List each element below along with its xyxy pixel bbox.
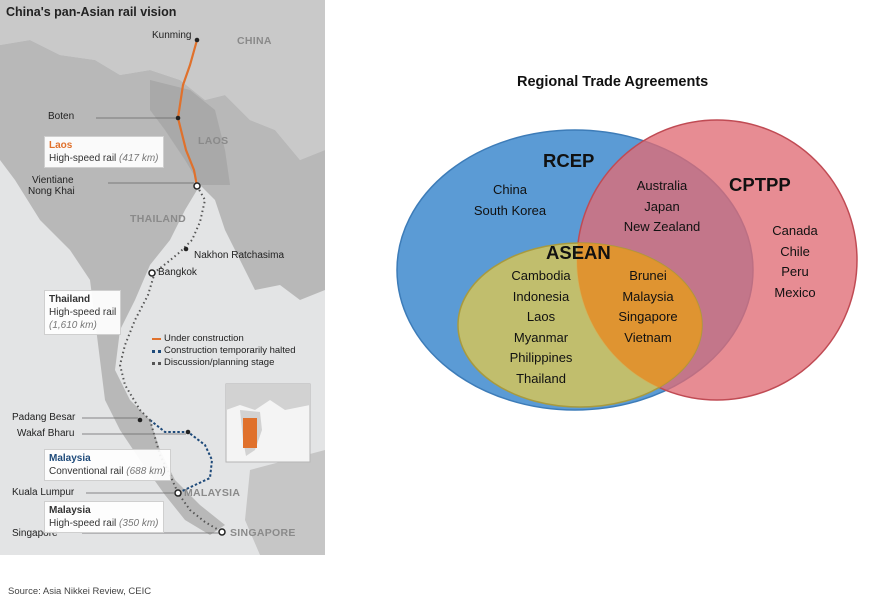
label-kuala: Kuala Lumpur	[12, 487, 75, 498]
bangkok-point	[148, 269, 156, 277]
laos-box-name: Laos	[49, 140, 73, 151]
inset-highlight	[243, 418, 257, 448]
label-nong-khai: Nong Khai	[28, 186, 75, 197]
asean-members: Cambodia Indonesia Laos Myanmar Philippi…	[486, 266, 596, 389]
laos-box-desc: High-speed rail	[49, 153, 117, 164]
legend-row-under-construction: Under construction	[152, 333, 295, 345]
vientiane-point	[193, 182, 201, 190]
nakhon-point	[183, 246, 189, 252]
rcep-cptpp-member: Australia	[636, 178, 688, 193]
rail-map: China's pan-Asian rail vision Kunming Bo…	[0, 0, 325, 555]
rcep-label: RCEP	[543, 150, 595, 171]
malaysia-hs-km: (350 km)	[119, 518, 159, 529]
boten-point	[175, 115, 181, 121]
map-legend: Under construction Construction temporar…	[152, 333, 295, 369]
malaysia-conv-km: (688 km)	[126, 466, 166, 477]
thailand-box-desc: High-speed rail	[49, 307, 117, 318]
rcep-cptpp-members: Australia Japan New Zealand	[606, 176, 718, 238]
asean-member: Myanmar	[513, 329, 569, 345]
venn-diagram	[396, 119, 858, 411]
label-boten: Boten	[48, 111, 75, 122]
rcep-members: China South Korea	[455, 180, 565, 221]
cptpp-member: Chile	[780, 243, 810, 259]
kuala-point	[174, 489, 182, 497]
asean-member: Thailand	[516, 370, 566, 386]
label-vientiane: Vientiane	[32, 175, 74, 186]
cptpp-label: CPTPP	[729, 174, 791, 195]
malaysia-conventional-line	[149, 419, 214, 494]
laos-land	[150, 80, 230, 185]
china-land	[0, 0, 325, 160]
country-singapore: SINGAPORE	[230, 527, 296, 539]
all-three-member: Singapore	[618, 309, 678, 324]
rcep-cptpp-member: Japan	[644, 198, 680, 214]
all-three-members: Brunei Malaysia Singapore Vietnam	[598, 266, 698, 348]
legend-swatch-orange	[152, 338, 161, 340]
inset-land-north	[226, 384, 310, 410]
legend-planning: Discussion/planning stage	[164, 357, 275, 368]
malaysia-hs-desc: High-speed rail	[49, 518, 117, 529]
borneo-land	[245, 450, 325, 555]
asean-member: Philippines	[509, 350, 573, 365]
label-wakaf: Wakaf Bharu	[17, 428, 75, 439]
legend-swatch-gray	[152, 361, 161, 365]
label-padang: Padang Besar	[12, 412, 76, 423]
malaysia-conv-desc: Conventional rail	[49, 466, 124, 477]
asean-member: Cambodia	[511, 268, 571, 283]
legend-row-planning: Discussion/planning stage	[152, 357, 295, 369]
label-nakhon: Nakhon Ratchasima	[194, 250, 285, 261]
asean-member: Indonesia	[512, 288, 570, 304]
malaysia-hs-box: Malaysia High-speed rail (350 km)	[44, 501, 164, 533]
country-laos: LAOS	[198, 135, 229, 147]
all-three-member: Vietnam	[624, 329, 672, 345]
cptpp-member: Mexico	[774, 284, 816, 300]
source-note: Source: Asia Nikkei Review, CEIC	[8, 586, 152, 597]
country-china: CHINA	[237, 35, 272, 47]
country-malaysia: MALAYSIA	[184, 487, 241, 499]
malaysia-conv-name: Malaysia	[49, 453, 91, 464]
map-title: China's pan-Asian rail vision	[6, 5, 177, 19]
cptpp-members: Canada Chile Peru Mexico	[755, 221, 835, 303]
singapore-point	[218, 528, 226, 536]
laos-rail-box: Laos High-speed rail (417 km)	[44, 136, 164, 168]
label-bangkok: Bangkok	[158, 267, 197, 278]
laos-box-km: (417 km)	[119, 153, 159, 164]
rcep-member: South Korea	[473, 202, 547, 218]
asean-member: Laos	[526, 309, 556, 324]
legend-halted: Construction temporarily halted	[164, 345, 296, 356]
legend-swatch-blue	[152, 349, 161, 353]
country-thailand: THAILAND	[130, 213, 187, 225]
malaysia-hs-name: Malaysia	[49, 505, 91, 516]
label-kunming: Kunming	[152, 30, 192, 41]
asean-label: ASEAN	[546, 242, 611, 263]
cptpp-member: Peru	[781, 264, 809, 279]
all-three-member: Brunei	[629, 268, 667, 283]
padang-point	[137, 417, 143, 423]
thailand-rail-box: Thailand High-speed rail (1,610 km)	[44, 290, 122, 335]
rcep-member: China	[493, 182, 527, 197]
cptpp-member: Canada	[772, 223, 818, 238]
legend-row-halted: Construction temporarily halted	[152, 345, 295, 357]
thailand-rail-line	[118, 185, 207, 421]
legend-under-construction: Under construction	[164, 333, 244, 344]
malaysia-conventional-box: Malaysia Conventional rail (688 km)	[44, 449, 171, 481]
kunming-point	[194, 37, 200, 43]
thailand-box-km: (1,610 km)	[49, 320, 97, 331]
venn-title: Regional Trade Agreements	[517, 74, 709, 90]
all-three-member: Malaysia	[622, 288, 674, 304]
wakaf-point	[185, 429, 191, 435]
label-singapore: Singapore	[12, 528, 58, 539]
thailand-box-name: Thailand	[49, 294, 91, 305]
rcep-cptpp-member: New Zealand	[623, 219, 701, 234]
